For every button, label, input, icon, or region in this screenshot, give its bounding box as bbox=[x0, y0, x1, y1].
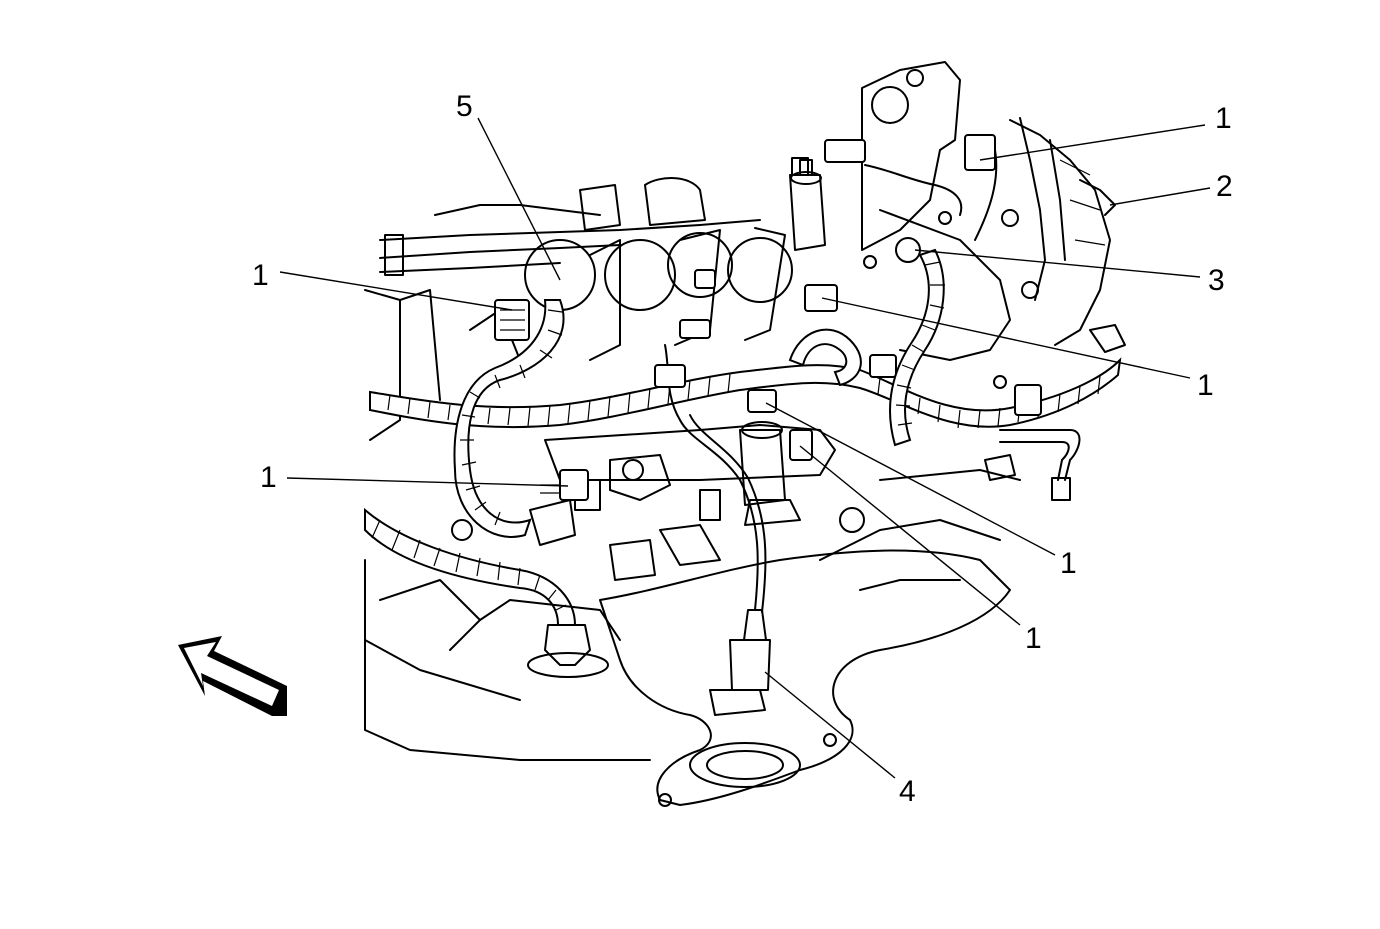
leader-c1-top-right bbox=[979, 124, 1206, 161]
connectors bbox=[494, 134, 1042, 501]
leader-c2 bbox=[1109, 187, 1211, 206]
callout-c4: 4 bbox=[899, 775, 916, 808]
leader-c1-right-mid bbox=[821, 297, 1191, 379]
front-direction-arrow-icon bbox=[178, 636, 287, 716]
leader-c1-left-lower bbox=[286, 477, 569, 487]
callout-c3: 3 bbox=[1208, 264, 1225, 297]
callout-c2: 2 bbox=[1216, 170, 1233, 203]
leader-c3 bbox=[914, 249, 1201, 278]
leader-c1-left-upper bbox=[279, 271, 513, 311]
callout-c5: 5 bbox=[456, 90, 473, 123]
leader-c1-lower-right-a bbox=[765, 402, 1056, 556]
callout-c1-right-mid: 1 bbox=[1197, 369, 1214, 402]
callout-c1-top-right: 1 bbox=[1215, 102, 1232, 135]
callout-c1-left-lower: 1 bbox=[260, 461, 277, 494]
leader-c5 bbox=[477, 117, 561, 281]
callout-c1-lower-right-a: 1 bbox=[1060, 547, 1077, 580]
callout-labels: 1 2 3 1 5 1 1 1 1 4 bbox=[252, 90, 1233, 808]
engine-illustration bbox=[364, 61, 1126, 807]
callout-c1-lower-right-b: 1 bbox=[1025, 622, 1042, 655]
leader-c4 bbox=[764, 671, 896, 779]
leader-lines bbox=[279, 117, 1211, 779]
leader-c1-lower-right-b bbox=[799, 445, 1021, 626]
callout-c1-left-upper: 1 bbox=[252, 259, 269, 292]
